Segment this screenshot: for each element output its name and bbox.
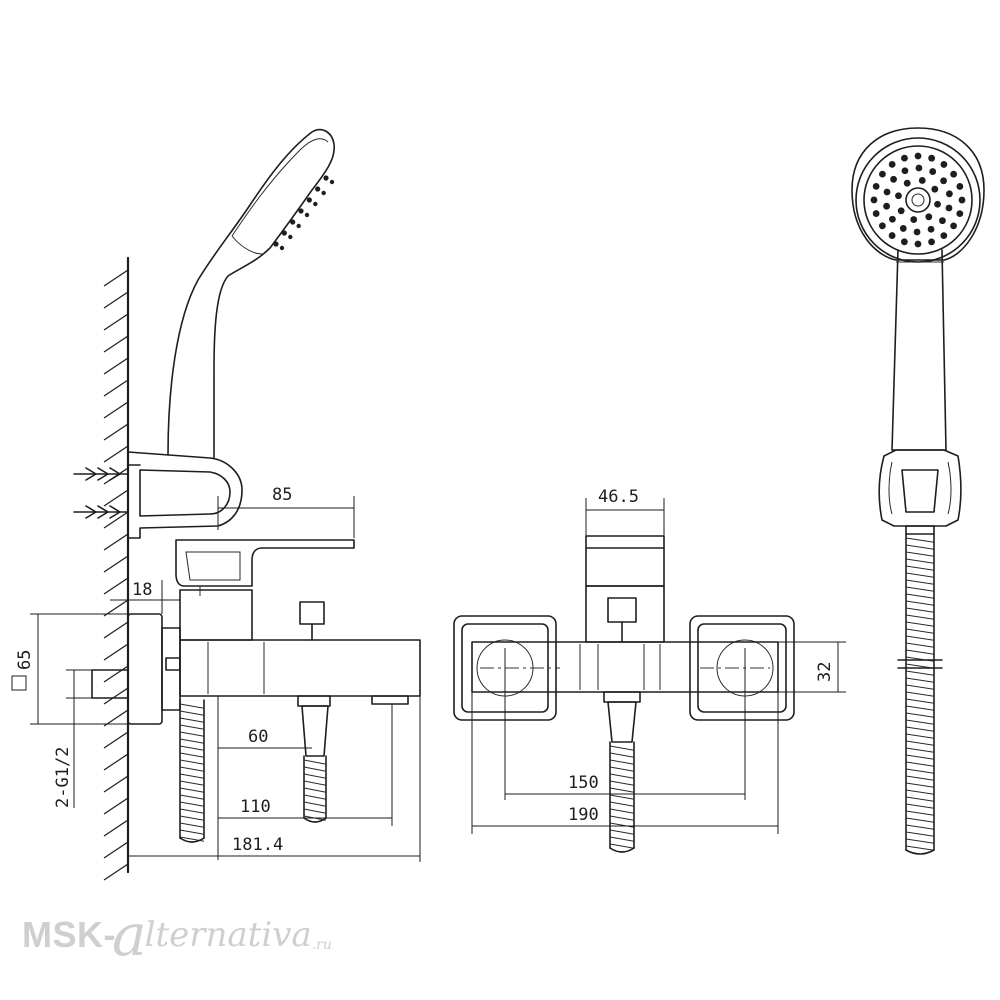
right-flange-inner <box>697 623 787 713</box>
hose-middle-side <box>303 755 327 823</box>
wall-connector-section <box>91 669 129 699</box>
dim-32: 32 <box>778 641 846 693</box>
spout-outlet <box>371 695 409 705</box>
hand-shower-side <box>167 128 336 459</box>
watermark-at: a <box>112 901 147 969</box>
hose-left-side <box>179 699 205 843</box>
shower-head-outer <box>851 127 985 261</box>
wall-screw-bottom <box>73 505 129 519</box>
holder-front-cup <box>901 469 939 513</box>
spray-nozzles <box>870 152 966 248</box>
watermark-part3: lternativa <box>144 915 312 955</box>
dim-190-label: 190 <box>568 805 599 825</box>
dim-150-label: 150 <box>568 773 599 793</box>
lever-inner <box>185 551 241 581</box>
dim-110: 110 <box>218 704 393 826</box>
holder-cup <box>139 469 231 517</box>
shower-handle-front <box>891 249 947 451</box>
dim-85: 85 <box>217 485 355 538</box>
dim-60-label: 60 <box>248 727 268 747</box>
watermark-part4: .ru <box>311 937 332 953</box>
shower-holder-bracket <box>127 451 243 539</box>
holder-front-grooves <box>888 461 952 515</box>
hose-front <box>609 741 635 853</box>
right-flange <box>689 615 795 721</box>
wall-hatching <box>103 269 129 881</box>
holder-front <box>878 449 962 527</box>
watermark-logo: MSK- a lternativa .ru <box>22 895 332 975</box>
hand-shower-front-view <box>851 127 985 855</box>
square-symbol <box>11 675 27 691</box>
dim-150: 150 <box>505 773 745 795</box>
shower-center <box>911 193 925 207</box>
dim-181: 181.4 <box>128 696 421 862</box>
shower-center-ring <box>905 187 931 213</box>
wall-screw-top <box>73 467 129 481</box>
cartridge-front <box>585 585 665 643</box>
side-view: 85 18 65 2-G1/2 60 <box>11 128 421 881</box>
spray-nozzles-side <box>273 175 335 251</box>
cartridge-body <box>179 589 253 641</box>
dim-2g12-label: 2-G1/2 <box>53 747 73 808</box>
dim-181-label: 181.4 <box>232 835 283 855</box>
handle-front <box>585 535 665 587</box>
hose-cone <box>905 525 935 535</box>
hose-outlet-front <box>603 691 641 703</box>
dim-18: 18 <box>110 580 180 614</box>
shower-hose <box>905 533 935 855</box>
diverter-knob <box>299 601 325 625</box>
body-nut <box>165 657 181 671</box>
hose-outlet <box>297 695 331 707</box>
dim-32-label: 32 <box>815 662 835 682</box>
dim-65: 65 <box>11 613 140 725</box>
front-view: 46.5 32 150 190 <box>453 487 846 853</box>
dim-60: 60 <box>217 696 312 860</box>
diverter-front <box>607 597 637 623</box>
dim-110-label: 110 <box>240 797 271 817</box>
mixer-body-side <box>179 639 421 697</box>
shower-face-inner <box>863 145 973 255</box>
dim-18-label: 18 <box>132 580 152 600</box>
dim-46-5-label: 46.5 <box>598 487 639 507</box>
eccentric-connector <box>161 627 181 711</box>
mixer-body-front <box>471 641 779 693</box>
dim-85-label: 85 <box>272 485 292 505</box>
watermark-part1: MSK- <box>22 914 116 955</box>
shower-neck-line <box>231 235 263 255</box>
dim-65-label: 65 <box>15 650 35 670</box>
mixer-handle-lever <box>175 539 355 587</box>
dim-2g12: 2-G1/2 <box>53 669 92 808</box>
shower-head-edge <box>231 138 329 237</box>
hose-nut-front <box>607 701 637 743</box>
dim-46-5: 46.5 <box>585 487 665 536</box>
dim-190: 190 <box>471 692 779 834</box>
wall-flange <box>127 613 163 725</box>
hose-nut <box>301 705 329 757</box>
